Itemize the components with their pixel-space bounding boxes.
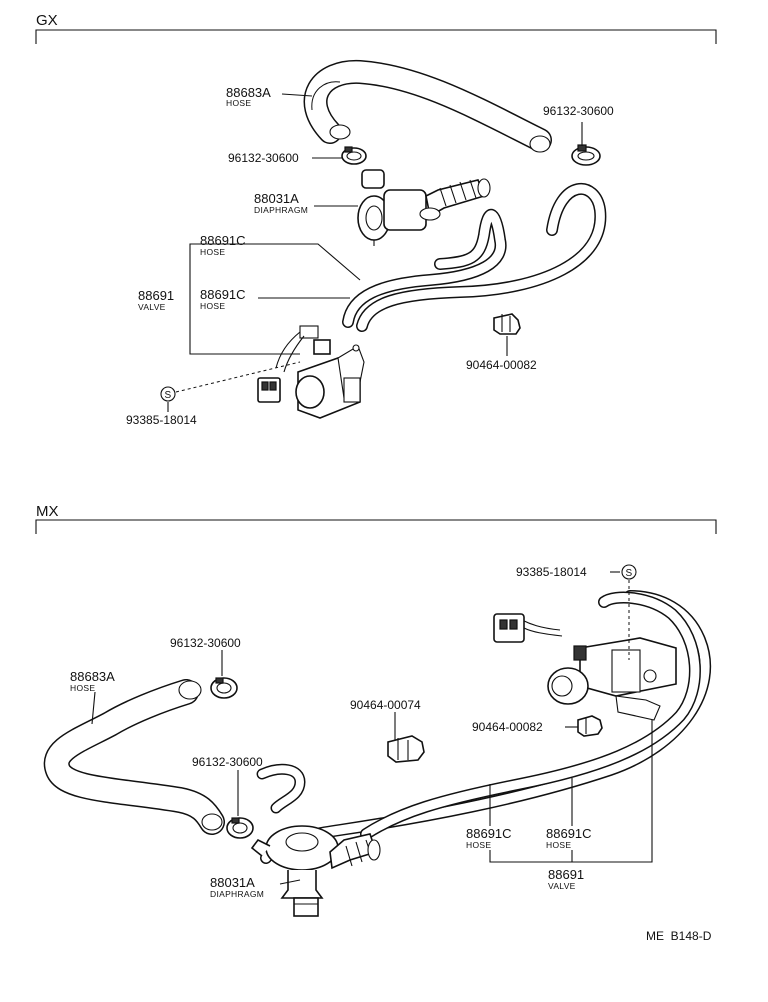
gx-hose-88683A-drawing [303, 59, 552, 153]
mx-leader-lines [91, 571, 653, 885]
mx-clamp-upper-drawing [210, 677, 238, 699]
gx-valve-number: 88691 [138, 288, 174, 303]
mx-screw-symbol: S [621, 564, 637, 580]
gx-hose-88683A-name: HOSE [226, 98, 251, 108]
mx-hose-88683A-name: HOSE [70, 683, 95, 693]
gx-hose-88691C-lower-number: 88691C [200, 287, 246, 302]
mx-hose-88691C-right-name: HOSE [546, 840, 571, 850]
mx-clip-00074-number: 90464-00074 [350, 698, 421, 712]
mx-screw-number: 93385-18014 [516, 565, 587, 579]
gx-hose-88691C-lower-name: HOSE [200, 301, 225, 311]
mx-small-hoses-drawing [256, 590, 712, 864]
gx-valve-name: VALVE [138, 302, 166, 312]
mx-clip-00074-drawing [387, 735, 425, 763]
gx-clip-drawing [493, 313, 521, 335]
gx-hose-88691C-upper-number: 88691C [200, 233, 246, 248]
gx-valve-drawing [257, 325, 365, 419]
mx-clip-00082-drawing [577, 715, 603, 737]
mx-valve-drawing [493, 613, 677, 721]
gx-clamp-top-right-number: 96132-30600 [543, 104, 614, 118]
mx-section-bracket [35, 519, 717, 534]
mx-hose-88691C-right-number: 88691C [546, 826, 592, 841]
gx-small-hoses-drawing [342, 182, 607, 332]
mx-screw-symbol-letter: S [626, 568, 633, 579]
mx-diaphragm-drawing [250, 825, 381, 917]
mx-clamp-lower-drawing [226, 817, 254, 839]
mx-clamp-lower-number: 96132-30600 [192, 755, 263, 769]
diagram-code: ME B148-D [646, 929, 712, 943]
gx-screw-symbol: S [160, 386, 176, 402]
gx-hose-88683A-number: 88683A [226, 85, 271, 100]
gx-section-bracket [35, 29, 717, 44]
mx-diaphragm-number: 88031A [210, 875, 255, 890]
gx-leader-lines [167, 93, 583, 412]
gx-clip-number: 90464-00082 [466, 358, 537, 372]
gx-screw-dashed-leader [175, 361, 301, 393]
mx-section-title: MX [36, 503, 59, 520]
gx-screw-number: 93385-18014 [126, 413, 197, 427]
gx-diaphragm-number: 88031A [254, 191, 299, 206]
mx-clip-00082-number: 90464-00082 [472, 720, 543, 734]
gx-clamp-left-drawing [341, 146, 367, 165]
mx-hose-88683A-number: 88683A [70, 669, 115, 684]
gx-clamp-top-right-drawing [571, 144, 601, 166]
gx-section-title: GX [36, 12, 58, 29]
mx-diaphragm-name: DIAPHRAGM [210, 889, 264, 899]
mx-hose-88691C-left-number: 88691C [466, 826, 512, 841]
mx-valve-name: VALVE [548, 881, 576, 891]
mx-hose-88683A-drawing [43, 679, 225, 835]
gx-clamp-left-number: 96132-30600 [228, 151, 299, 165]
mx-valve-number: 88691 [548, 867, 584, 882]
mx-hose-88691C-left-name: HOSE [466, 840, 491, 850]
mx-clamp-upper-number: 96132-30600 [170, 636, 241, 650]
gx-hose-88691C-upper-name: HOSE [200, 247, 225, 257]
gx-diaphragm-drawing [357, 169, 491, 246]
gx-diaphragm-name: DIAPHRAGM [254, 205, 308, 215]
gx-screw-symbol-letter: S [165, 390, 172, 401]
